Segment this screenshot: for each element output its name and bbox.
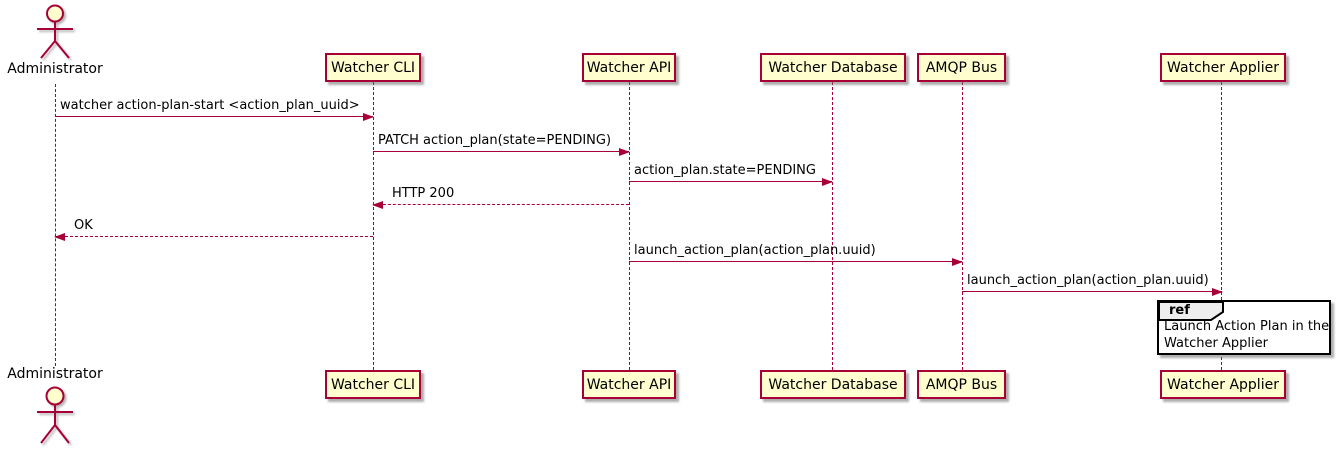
message-label: PATCH action_plan(state=PENDING) xyxy=(378,133,612,148)
message-label: OK xyxy=(74,218,93,233)
message-label: HTTP 200 xyxy=(392,186,455,201)
message-label: watcher action-plan-start <action_plan_u… xyxy=(60,98,360,113)
message-action-plan-state-pending: action_plan.state=PENDING xyxy=(629,163,833,186)
arrowhead-icon xyxy=(54,233,65,241)
message-action-plan-start: watcher action-plan-start <action_plan_u… xyxy=(55,98,374,121)
participant-watcher-cli-bottom: Watcher CLI xyxy=(325,370,421,399)
ref-fragment: ref Launch Action Plan in the Watcher Ap… xyxy=(1157,300,1331,355)
arrowhead-icon xyxy=(952,258,963,266)
message-label: launch_action_plan(action_plan.uuid) xyxy=(634,243,876,258)
ref-text-line-2: Watcher Applier xyxy=(1164,335,1268,351)
arrowhead-icon xyxy=(822,178,833,186)
ref-header-shape xyxy=(1159,302,1224,321)
actor-icon xyxy=(37,386,73,444)
ref-text-line-1: Launch Action Plan in the xyxy=(1164,319,1330,334)
participant-watcher-applier-bottom: Watcher Applier xyxy=(1160,370,1286,399)
participant-watcher-cli-top: Watcher CLI xyxy=(325,53,421,82)
message-line xyxy=(372,201,629,209)
ref-text: Launch Action Plan in the Watcher Applie… xyxy=(1164,319,1329,352)
message-http-200: HTTP 200 xyxy=(372,186,629,209)
message-line xyxy=(55,113,374,121)
actor-label-bottom: Administrator xyxy=(7,366,103,382)
arrowhead-icon xyxy=(372,201,383,209)
lifeline-administrator xyxy=(55,84,56,366)
message-line xyxy=(54,233,373,241)
message-launch-action-plan-amqp: launch_action_plan(action_plan.uuid) xyxy=(629,243,963,266)
participant-watcher-database-top: Watcher Database xyxy=(760,53,906,82)
message-line xyxy=(629,178,833,186)
lifeline-watcher-api xyxy=(629,82,630,370)
arrowhead-icon xyxy=(363,113,374,121)
message-line xyxy=(629,258,963,266)
actor-icon xyxy=(37,4,73,59)
message-launch-action-plan-applier: launch_action_plan(action_plan.uuid) xyxy=(962,273,1223,296)
participant-watcher-applier-top: Watcher Applier xyxy=(1160,53,1286,82)
ref-keyword: ref xyxy=(1169,303,1190,318)
message-label: launch_action_plan(action_plan.uuid) xyxy=(967,273,1209,288)
participant-watcher-api-bottom: Watcher API xyxy=(582,370,676,399)
participant-watcher-database-bottom: Watcher Database xyxy=(760,370,906,399)
arrowhead-icon xyxy=(619,148,630,156)
message-line xyxy=(373,148,630,156)
lifeline-watcher-database xyxy=(832,82,833,370)
actor-label-top: Administrator xyxy=(7,61,103,77)
lifeline-watcher-applier xyxy=(1221,82,1222,370)
participant-amqp-bus-bottom: AMQP Bus xyxy=(917,370,1006,399)
lifeline-amqp-bus xyxy=(962,82,963,370)
message-ok: OK xyxy=(54,218,373,241)
participant-watcher-api-top: Watcher API xyxy=(582,53,676,82)
lifeline-watcher-cli xyxy=(373,82,374,370)
message-patch-action-plan: PATCH action_plan(state=PENDING) xyxy=(373,133,630,156)
participant-amqp-bus-top: AMQP Bus xyxy=(917,53,1006,82)
message-line xyxy=(962,288,1223,296)
message-label: action_plan.state=PENDING xyxy=(634,163,816,178)
arrowhead-icon xyxy=(1212,288,1223,296)
